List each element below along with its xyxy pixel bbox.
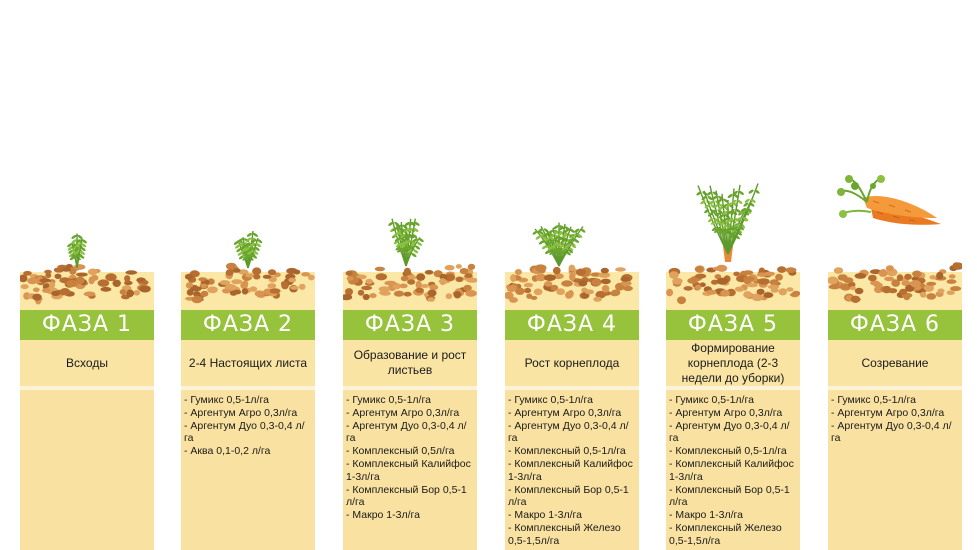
product-item: - Аргентум Дуо 0,3-0,4 л/га [346, 419, 467, 445]
phase-column-5: ФАЗА 5 Формирование корнеплода (2-3 неде… [666, 256, 800, 550]
product-list: - Гумикс 0,5-1л/га - Аргентум Агро 0,3л/… [181, 390, 315, 550]
product-item: - Аква 0,1-0,2 л/га [184, 445, 271, 458]
phase-column-1: ФАЗА 1 Всходы [20, 256, 154, 550]
soil-icon [181, 262, 315, 310]
product-list [20, 390, 154, 550]
product-list: - Гумикс 0,5-1л/га - Аргентум Агро 0,3л/… [666, 390, 800, 550]
product-list: - Гумикс 0,5-1л/га - Аргентум Агро 0,3л/… [343, 390, 477, 550]
phase-description: Всходы [20, 340, 154, 386]
product-item: - Гумикс 0,5-1л/га [831, 394, 916, 406]
divider [343, 386, 477, 390]
carrot-sprout-icon [67, 233, 87, 269]
phase-column-4: ФАЗА 4 Рост корнеплода - Гумикс 0,5-1л/г… [505, 256, 639, 550]
phase-description: 2-4 Настоящих листа [181, 340, 315, 386]
product-item: - Гумикс 0,5-1л/га [184, 394, 269, 406]
product-item: - Комплексный Бор 0,5-1 л/га [669, 483, 790, 509]
product-item: - Комплексный 0,5л/га [346, 445, 455, 458]
phase-label: ФАЗА 5 [666, 310, 800, 340]
product-item: - Комплексный 0,5-1л/га [508, 445, 626, 458]
carrot-sprout-icon [388, 218, 424, 267]
product-item: - Макро 1-3л/га [346, 509, 420, 522]
product-item: - Гумикс 0,5-1л/га [669, 394, 754, 406]
product-item: - Аргентум Агро 0,3л/га [184, 406, 298, 419]
product-item: - Аргентум Агро 0,3л/га [831, 406, 945, 419]
phase-label: ФАЗА 3 [343, 310, 477, 340]
phase-column-6: ФАЗА 6 Созревание - Гумикс 0,5-1л/га - А… [828, 256, 962, 550]
product-item: - Комплексный Бор 0,5-1 л/га [508, 483, 629, 509]
divider [20, 386, 154, 390]
product-item: - Комплексный Железо 0,5-1,5л/га [669, 521, 782, 547]
product-list: - Гумикс 0,5-1л/га - Аргентум Агро 0,3л/… [828, 390, 962, 550]
product-item: - Макро 1-3л/га [508, 509, 582, 522]
product-item: - Аргентум Дуо 0,3-0,4 л/га [669, 419, 790, 445]
product-item: - Аргентум Агро 0,3л/га [508, 406, 622, 419]
product-item: - Комплексный Калийфос 1-3л/га [346, 457, 471, 483]
phase-column-2: ФАЗА 2 2-4 Настоящих листа - Гумикс 0,5-… [181, 256, 315, 550]
divider [828, 386, 962, 390]
phase-column-3: ФАЗА 3 Образование и рост листьев - Гуми… [343, 256, 477, 550]
carrot-sprout-icon [696, 183, 760, 262]
product-item: - Аргентум Дуо 0,3-0,4 л/га [831, 419, 952, 445]
soil-icon [505, 264, 639, 310]
phase-description: Рост корнеплода [505, 340, 639, 386]
phase-description: Созревание [828, 340, 962, 386]
divider [666, 386, 800, 390]
product-item: - Аргентум Дуо 0,3-0,4 л/га [508, 419, 629, 445]
soil-icon [20, 264, 154, 310]
soil-icon [828, 262, 962, 310]
product-item: - Комплексный 0,5-1л/га [669, 445, 787, 458]
phase-description: Образование и рост листьев [343, 340, 477, 386]
product-item: - Аргентум Агро 0,3л/га [346, 406, 460, 419]
product-item: - Комплексный Калийфос 1-3л/га [508, 457, 633, 483]
carrot-sprout-icon [532, 222, 586, 267]
phase-label: ФАЗА 1 [20, 310, 154, 340]
product-item: - Аргентум Дуо 0,3-0,4 л/га [184, 419, 305, 445]
divider [181, 386, 315, 390]
soil-icon [343, 263, 477, 310]
product-item: - Гумикс 0,5-1л/га [346, 394, 431, 406]
soil-icon [666, 264, 800, 310]
divider [505, 386, 639, 390]
product-item: - Комплексный Бор 0,5-1 л/га [346, 483, 467, 509]
phase-label: ФАЗА 4 [505, 310, 639, 340]
phase-label: ФАЗА 2 [181, 310, 315, 340]
product-item: - Гумикс 0,5-1л/га [508, 394, 593, 406]
carrot-sprout-icon [233, 230, 263, 269]
product-item: - Комплексный Железо 0,5-1,5л/га [508, 521, 621, 547]
carrot-icon [837, 175, 941, 225]
product-item: - Аргентум Агро 0,3л/га [669, 406, 783, 419]
phase-description: Формирование корнеплода (2-3 недели до у… [666, 340, 800, 386]
phase-label: ФАЗА 6 [828, 310, 962, 340]
product-item: - Комплексный Калийфос 1-3л/га [669, 457, 794, 483]
product-list: - Гумикс 0,5-1л/га - Аргентум Агро 0,3л/… [505, 390, 639, 550]
product-item: - Макро 1-3л/га [669, 509, 743, 522]
